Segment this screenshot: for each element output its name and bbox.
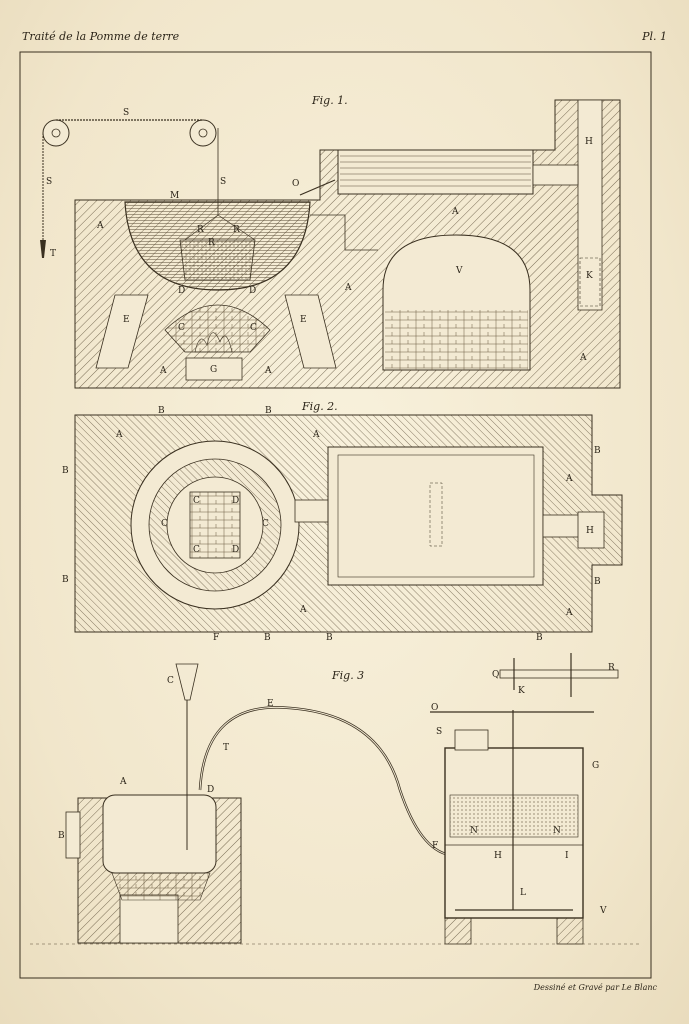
- fig1-title: Fig. 1.: [311, 94, 348, 107]
- label-C-fig2-1: C: [193, 496, 200, 506]
- label-M: M: [170, 191, 179, 201]
- fig3-title: Fig. 3: [331, 669, 364, 682]
- label-S-top: S: [123, 108, 129, 118]
- plate-number: Pl. 1: [642, 30, 667, 43]
- label-D-fig2-2: D: [232, 545, 239, 555]
- label-T-fig3: T: [223, 743, 229, 753]
- label-A-4: A: [579, 353, 587, 363]
- label-H-fig3: H: [494, 851, 502, 861]
- label-B-8: B: [326, 633, 333, 643]
- fig2-title: Fig. 2.: [301, 400, 338, 413]
- label-R-2: R: [233, 225, 240, 235]
- label-K: K: [586, 271, 593, 281]
- engraver-credit: Dessiné et Gravé par Le Blanc: [533, 983, 657, 992]
- label-A-2: A: [451, 207, 459, 217]
- label-A-fig2-4: A: [565, 608, 573, 618]
- label-O: O: [292, 179, 299, 189]
- label-B-9: B: [536, 633, 543, 643]
- label-H-fig2: H: [586, 526, 594, 536]
- label-V-fig3: V: [599, 906, 607, 916]
- label-B-7: B: [264, 633, 271, 643]
- label-S-fig3: S: [436, 727, 442, 737]
- label-R-1: R: [197, 225, 204, 235]
- label-A-5: A: [159, 366, 167, 376]
- label-Q-fig3: Q: [492, 670, 499, 680]
- label-R-fig3: R: [608, 663, 615, 673]
- plate-border: [19, 51, 652, 979]
- label-H: H: [585, 137, 593, 147]
- figure-3-apparatus: Fig. 3 C E T A D B F O S: [30, 653, 640, 945]
- label-D-fig2-1: D: [232, 496, 239, 506]
- label-A-3: A: [344, 283, 352, 293]
- label-C-2: C: [250, 323, 257, 333]
- label-S-left: S: [46, 177, 52, 187]
- label-D-1: D: [178, 286, 185, 296]
- label-A-1: A: [96, 221, 104, 231]
- label-B-fig3: B: [58, 831, 65, 841]
- label-E-fig3: E: [267, 699, 274, 709]
- label-R-3: R: [208, 238, 215, 248]
- label-A-fig2-2: A: [312, 430, 320, 440]
- label-B-4: B: [62, 575, 69, 585]
- label-B-3: B: [62, 466, 69, 476]
- label-N-fig3-1: N: [470, 826, 478, 836]
- label-B-2: B: [265, 406, 272, 416]
- label-B-6: B: [594, 577, 601, 587]
- label-C-fig2-4: C: [262, 519, 269, 529]
- label-K-fig3: K: [518, 686, 525, 696]
- label-G-fig3: G: [592, 761, 599, 771]
- label-B-5: B: [594, 446, 601, 456]
- label-C-fig2-2: C: [193, 545, 200, 555]
- label-A-6: A: [264, 366, 272, 376]
- plate-title: Traité de la Pomme de terre: [22, 30, 180, 43]
- label-I-fig3: I: [565, 851, 569, 861]
- label-C-1: C: [178, 323, 185, 333]
- label-V: V: [455, 266, 463, 276]
- label-L-fig3: L: [520, 888, 526, 898]
- label-E-2: E: [300, 315, 307, 325]
- label-B-1: B: [158, 406, 165, 416]
- label-T: T: [50, 249, 56, 259]
- label-A-fig2-3: A: [565, 474, 573, 484]
- label-F-fig3: F: [432, 841, 438, 851]
- label-A-fig3: A: [119, 777, 127, 787]
- label-F-fig2: F: [213, 633, 219, 643]
- figure-2-plan-view: Fig. 2. B B B B B B B B B F A A A A A C …: [62, 400, 623, 643]
- figure-1-section-view: Fig. 1.: [40, 94, 621, 389]
- label-C-fig2-3: C: [161, 519, 168, 529]
- label-N-fig3-2: N: [553, 826, 561, 836]
- label-S-right: S: [220, 177, 226, 187]
- label-D-fig3: D: [207, 785, 214, 795]
- label-O-fig3: O: [431, 703, 438, 713]
- label-A-fig2-5: A: [299, 605, 307, 615]
- label-E-1: E: [123, 315, 130, 325]
- label-G: G: [210, 365, 217, 375]
- label-D-2: D: [249, 286, 256, 296]
- label-A-fig2-1: A: [115, 430, 123, 440]
- label-C-fig3: C: [167, 676, 174, 686]
